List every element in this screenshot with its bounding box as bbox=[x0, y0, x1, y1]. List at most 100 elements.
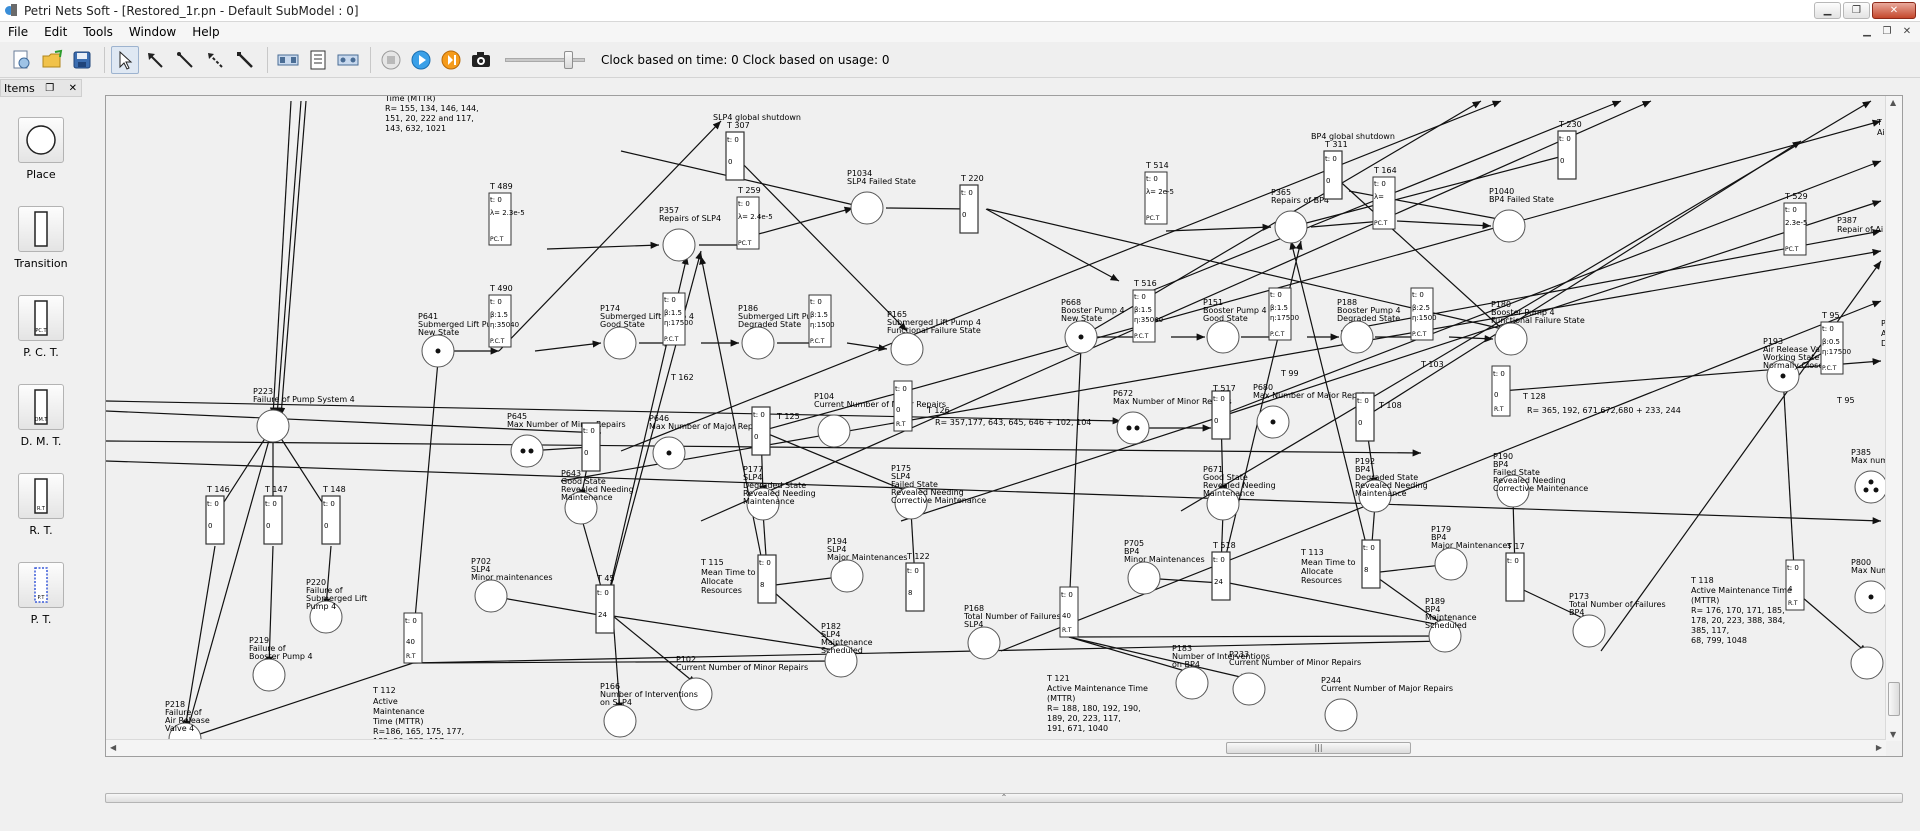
transition-unnamed[interactable]: t: 08 bbox=[757, 554, 777, 604]
arc[interactable] bbox=[1500, 358, 1882, 392]
rt-transition-T 258[interactable]: t: 00R.T bbox=[893, 380, 913, 432]
tool-transition[interactable]: Transition bbox=[0, 206, 82, 270]
arc[interactable] bbox=[1065, 346, 1082, 612]
place-circle[interactable] bbox=[474, 579, 508, 613]
pct-tool-button[interactable]: PC.T bbox=[18, 295, 64, 341]
place-circle[interactable] bbox=[1850, 646, 1884, 680]
transition-T 307[interactable]: t: 00T 307SLP4 global shutdown bbox=[713, 113, 801, 181]
close-button[interactable]: ✕ bbox=[1872, 2, 1916, 19]
pct-transition-T 95[interactable]: t: 0β:0.5η:17500P.C.TT 95 bbox=[1820, 311, 1851, 375]
place-circle[interactable] bbox=[1854, 470, 1886, 504]
arc[interactable] bbox=[106, 400, 1122, 425]
rt-transition-bar[interactable] bbox=[1059, 586, 1079, 638]
transition-T 122[interactable]: t: 08T 122 bbox=[905, 552, 930, 612]
tool-dmt[interactable]: DM.T D. M. T. bbox=[0, 384, 82, 448]
place-circle[interactable] bbox=[1340, 320, 1374, 354]
layout-alt-button[interactable] bbox=[334, 46, 362, 74]
place-circle[interactable] bbox=[850, 191, 884, 225]
transition-T 147[interactable]: t: 00T 147 bbox=[263, 485, 288, 545]
rt-transition-T 125[interactable]: t: 00R.T bbox=[1491, 365, 1511, 417]
pct-transition-bar[interactable] bbox=[736, 196, 760, 250]
pct-transition-bar[interactable] bbox=[1820, 321, 1844, 375]
transition-T 518[interactable]: t: 024T 518 bbox=[1211, 541, 1236, 601]
transition-bar[interactable] bbox=[595, 584, 615, 634]
transition-unnamed[interactable]: t: 00 bbox=[581, 422, 601, 472]
pct-transition-bar[interactable] bbox=[488, 294, 512, 348]
open-button[interactable] bbox=[38, 46, 66, 74]
arc[interactable] bbox=[1165, 223, 1272, 232]
pct-transition-bar[interactable] bbox=[488, 192, 512, 246]
arc[interactable] bbox=[760, 119, 1882, 432]
transition-unnamed[interactable]: t: 08 bbox=[1361, 539, 1381, 589]
arc[interactable] bbox=[1370, 572, 1446, 627]
transition-T 45[interactable]: t: 024T 45 bbox=[595, 574, 615, 634]
vertical-scroll-thumb[interactable] bbox=[1888, 682, 1900, 716]
restore-button[interactable]: ❐ bbox=[1843, 2, 1870, 19]
arc[interactable] bbox=[278, 100, 307, 417]
transition-tool-button[interactable] bbox=[18, 206, 64, 252]
place-circle[interactable] bbox=[679, 677, 713, 711]
arc[interactable] bbox=[1396, 220, 1492, 230]
horizontal-scrollbar[interactable]: ◀ ||| ▶ bbox=[106, 739, 1886, 756]
place-circle[interactable] bbox=[1358, 479, 1392, 513]
transition-bar[interactable] bbox=[959, 184, 979, 234]
arc[interactable] bbox=[274, 100, 302, 417]
document-close-button[interactable]: ✕ bbox=[1902, 26, 1912, 37]
arc[interactable] bbox=[410, 360, 439, 642]
pct-transition-bar[interactable] bbox=[1783, 202, 1807, 256]
dmt-tool-button[interactable]: DM.T bbox=[18, 384, 64, 430]
vertical-scrollbar[interactable]: ▲ ▼ bbox=[1885, 96, 1902, 741]
transition-T 220[interactable]: t: 00T 220 bbox=[959, 174, 984, 234]
arc[interactable] bbox=[265, 545, 274, 666]
arc[interactable] bbox=[106, 410, 602, 437]
menu-tools[interactable]: Tools bbox=[83, 25, 113, 39]
arc[interactable] bbox=[900, 200, 1882, 522]
arc[interactable] bbox=[1220, 160, 1882, 416]
line-tool-button[interactable] bbox=[171, 46, 199, 74]
transition-bar[interactable] bbox=[1323, 150, 1343, 200]
arc[interactable] bbox=[612, 615, 697, 685]
transition-T 146[interactable]: t: 00T 146 bbox=[205, 485, 230, 545]
transition-bar[interactable] bbox=[1505, 552, 1525, 602]
arc[interactable] bbox=[1794, 590, 1868, 654]
select-tool-button[interactable] bbox=[111, 45, 139, 74]
pct-transition-T 516[interactable]: t: 0β:1.5η:35040P.C.TT 516 bbox=[1132, 279, 1163, 343]
place-circle[interactable] bbox=[817, 414, 851, 448]
transition-bar[interactable] bbox=[1211, 390, 1231, 440]
test-arc-button[interactable] bbox=[231, 46, 259, 74]
arc[interactable] bbox=[1068, 636, 1193, 675]
place-tool-button[interactable] bbox=[18, 117, 64, 163]
layout-button[interactable] bbox=[274, 46, 302, 74]
tool-pct[interactable]: PC.T P. C. T. bbox=[0, 295, 82, 359]
rt-transition-bar[interactable] bbox=[1491, 365, 1511, 417]
transition-bar[interactable] bbox=[751, 406, 771, 456]
arc[interactable] bbox=[1332, 174, 1512, 338]
place-circle[interactable] bbox=[603, 704, 637, 738]
menu-edit[interactable]: Edit bbox=[44, 25, 68, 39]
tool-pt[interactable]: P.T P. T. bbox=[0, 562, 82, 626]
place-circle[interactable] bbox=[824, 644, 858, 678]
arc[interactable] bbox=[766, 585, 842, 652]
arc[interactable] bbox=[734, 155, 908, 332]
place-circle[interactable] bbox=[746, 487, 780, 521]
transition-unnamed[interactable]: t: 00 bbox=[1355, 392, 1375, 442]
new-button[interactable] bbox=[8, 46, 36, 74]
place-unnamed[interactable] bbox=[1850, 646, 1884, 680]
arc[interactable] bbox=[754, 206, 854, 236]
